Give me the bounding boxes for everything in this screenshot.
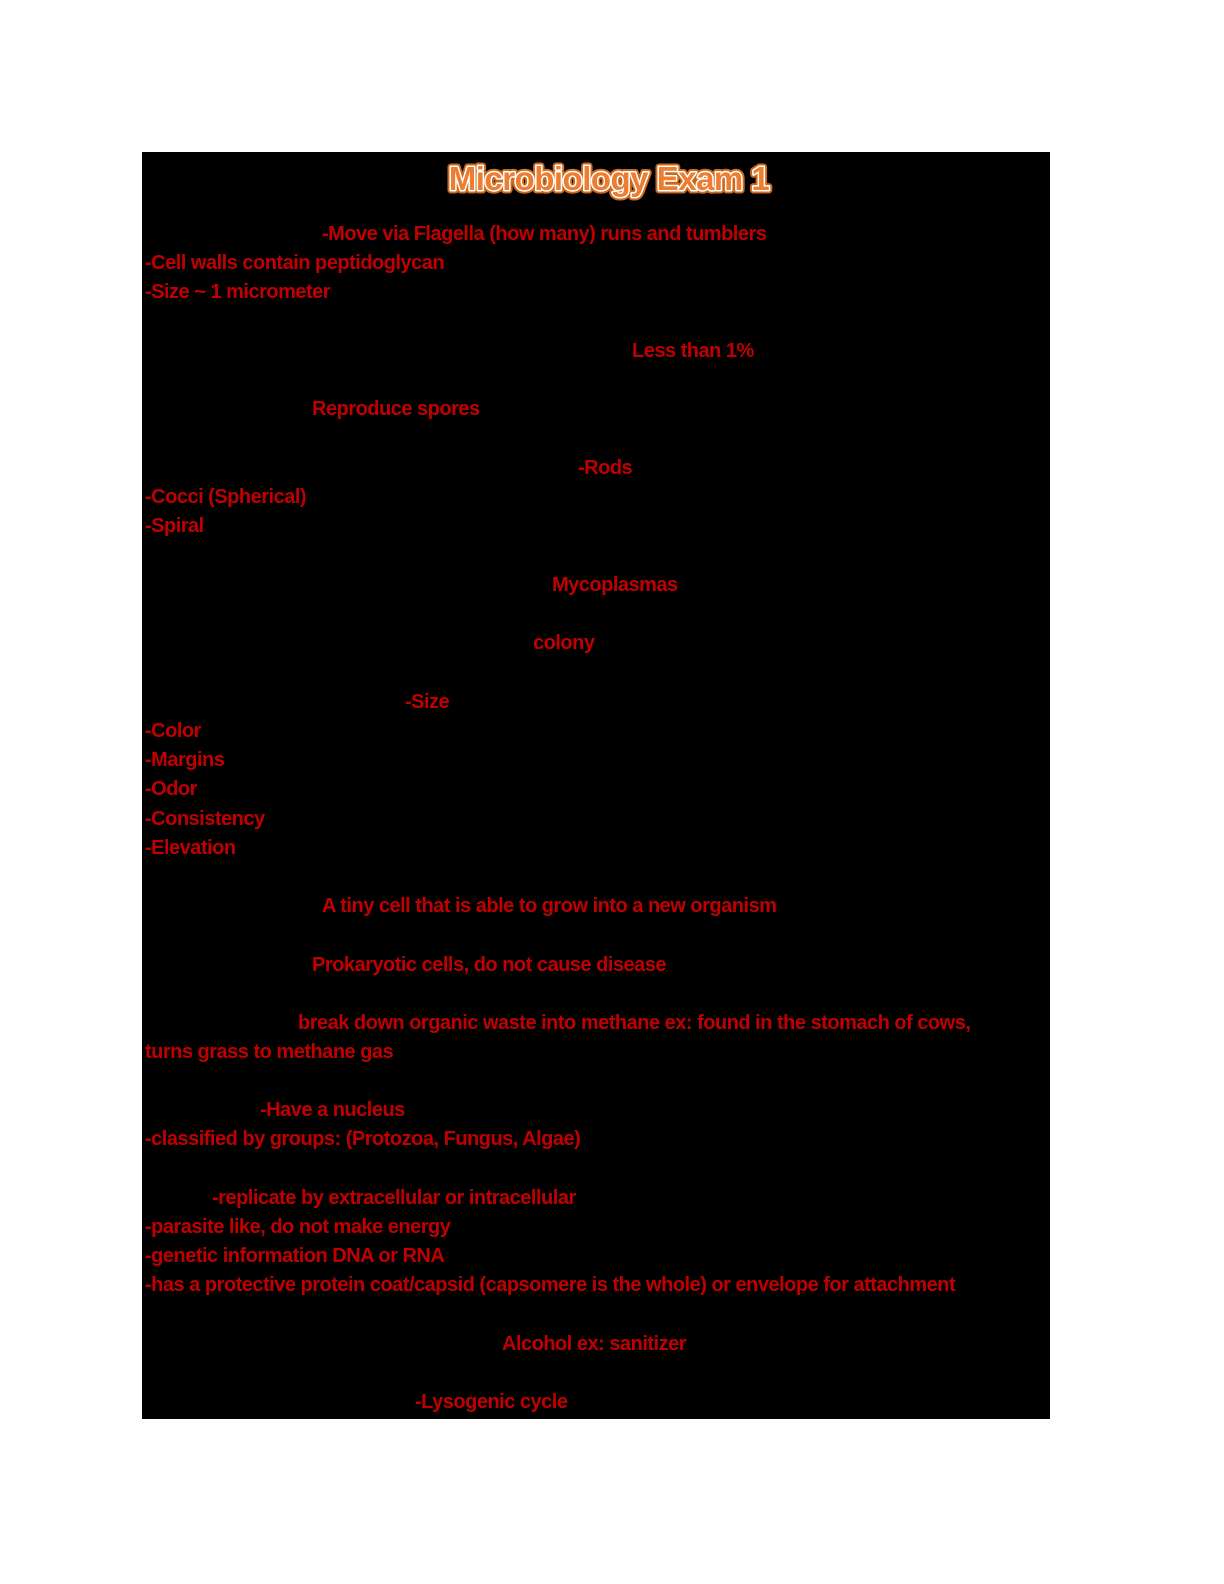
note-line: Mycoplasmas: [552, 574, 678, 596]
note-line: colony: [533, 632, 595, 654]
note-line: -Consistency: [145, 808, 265, 830]
note-line: -Size ~ 1 micrometer: [145, 281, 331, 303]
note-line: -genetic information DNA or RNA: [145, 1245, 445, 1267]
note-line: -Rods: [578, 457, 633, 479]
note-line: -Elevation: [145, 837, 236, 859]
note-line: -Margins: [145, 749, 225, 771]
note-line: -Cocci (Spherical): [145, 486, 307, 508]
note-line: -has a protective protein coat/capsid (c…: [145, 1274, 956, 1296]
note-line: -Have a nucleus: [260, 1099, 405, 1121]
note-line: -parasite like, do not make energy: [145, 1216, 451, 1238]
note-line: Alcohol ex: sanitizer: [502, 1333, 687, 1355]
note-line: -Move via Flagella (how many) runs and t…: [322, 223, 767, 245]
note-line: -Lysogenic cycle: [415, 1391, 568, 1413]
note-line: -classified by groups: (Protozoa, Fungus…: [145, 1128, 581, 1150]
note-line: -Color: [145, 720, 201, 742]
note-line: -Size: [405, 691, 450, 713]
notes-text-box[interactable]: Microbiology Exam 1 Microbiology Exam 1 …: [142, 152, 1050, 1419]
document-title: Microbiology Exam 1: [449, 160, 770, 197]
note-line: Less than 1%: [632, 340, 754, 362]
note-line: -Spiral: [145, 515, 204, 537]
note-line: -Odor: [145, 778, 197, 800]
note-line: -Cell walls contain peptidoglycan: [145, 252, 445, 274]
note-line: Prokaryotic cells, do not cause disease: [312, 954, 667, 976]
document-title-outline: Microbiology Exam 1: [449, 160, 770, 197]
note-line: A tiny cell that is able to grow into a …: [322, 895, 777, 917]
note-line: -replicate by extracellular or intracell…: [212, 1187, 576, 1209]
note-line: break down organic waste into methane ex…: [298, 1012, 971, 1034]
document-title-wordart: Microbiology Exam 1 Microbiology Exam 1: [445, 157, 773, 201]
note-line: Reproduce spores: [312, 398, 480, 420]
note-line: turns grass to methane gas: [145, 1041, 394, 1063]
